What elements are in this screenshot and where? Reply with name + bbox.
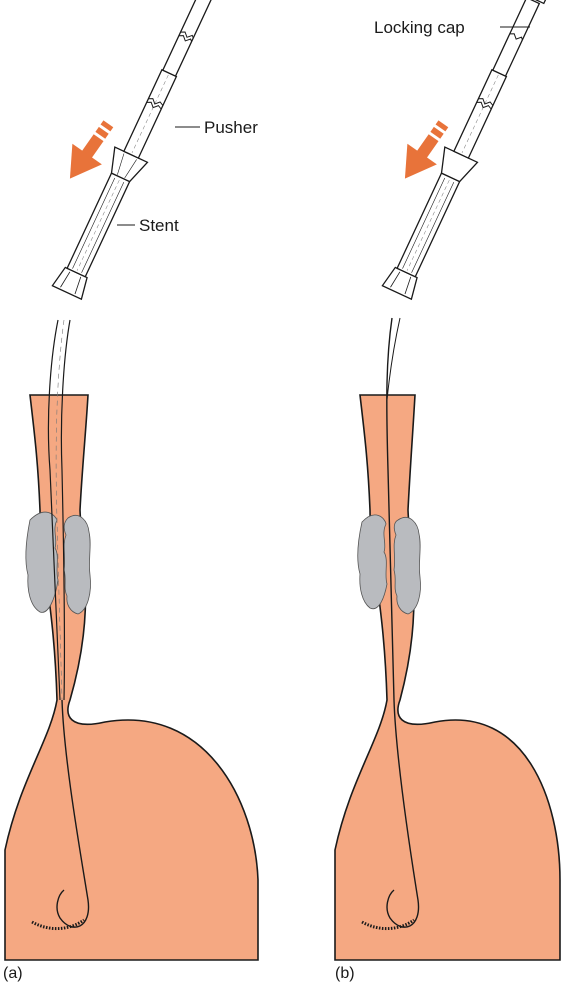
tumour-left-a (26, 512, 58, 612)
tumour-right-a (64, 515, 91, 614)
panel-a: Pusher Stent (a) (3, 0, 258, 982)
tumour-left-b (358, 515, 387, 609)
guidewire-b-tip (387, 318, 400, 400)
panel-b: Locking cap (b) (335, 0, 565, 982)
stent-label: Stent (139, 216, 179, 235)
panel-b-caption: (b) (335, 965, 355, 982)
esophagus-stomach-a (5, 395, 258, 960)
tumour-right-b (394, 517, 421, 614)
panel-a-caption: (a) (3, 965, 23, 982)
upper-shaft-a (163, 0, 218, 76)
locking-cap-label: Locking cap (374, 18, 465, 37)
esophagus-stomach-b (335, 395, 560, 960)
pusher-label: Pusher (204, 118, 258, 137)
